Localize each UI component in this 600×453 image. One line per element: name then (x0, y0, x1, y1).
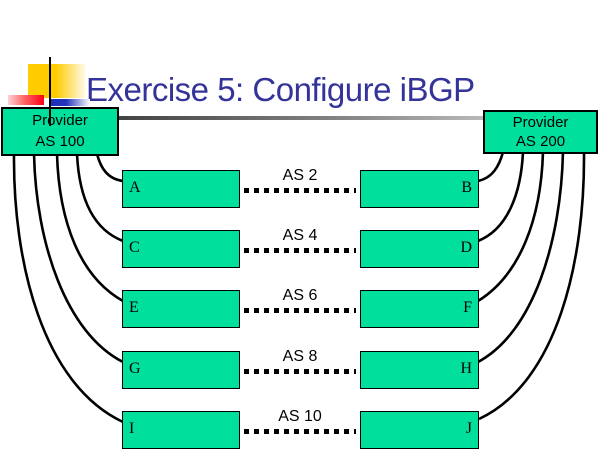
router-box-right: J (360, 411, 479, 449)
slide-title: Exercise 5: Configure iBGP (86, 71, 475, 108)
router-letter: B (461, 179, 472, 196)
as-label: AS 2 (282, 167, 318, 184)
router-letter: J (465, 420, 472, 437)
router-box-right: H (360, 351, 479, 389)
curve-as100-c (75, 153, 124, 243)
decor-blue-bar (50, 99, 90, 106)
router-letter: F (463, 299, 472, 316)
as-row: AS 4 C D (0, 227, 600, 272)
as-label: AS 10 (278, 408, 322, 425)
ebgp-dotted-link (244, 369, 356, 374)
provider-as200-name: Provider (512, 114, 569, 131)
ebgp-dotted-link (244, 188, 356, 193)
router-box-right: B (360, 170, 479, 208)
router-letter: G (129, 360, 141, 377)
decor-red-bar (8, 95, 44, 105)
as-label: AS 4 (282, 227, 318, 244)
provider-as100-name: Provider (32, 112, 88, 129)
router-letter: E (129, 299, 139, 316)
curve-as200-d (477, 151, 525, 243)
as-row: AS 6 E F (0, 287, 600, 332)
router-letter: I (129, 420, 135, 437)
router-box-left: C (122, 230, 240, 268)
ebgp-dotted-link (244, 429, 356, 434)
router-box-right: D (360, 230, 479, 268)
ebgp-dotted-link (244, 308, 356, 313)
as-row: AS 8 G H (0, 348, 600, 393)
as-row: AS 2 A B (0, 167, 600, 212)
router-box-left: I (122, 411, 240, 449)
provider-as200-box: Provider AS 200 (483, 110, 598, 154)
ebgp-dotted-link (244, 248, 356, 253)
curve-as200-b (477, 151, 505, 183)
router-box-right: F (360, 290, 479, 328)
curve-as200-f (477, 151, 545, 303)
provider-as200-as: AS 200 (515, 133, 566, 150)
provider-as100-box: Provider AS 100 (1, 107, 119, 156)
as-row: AS 10 I J (0, 408, 600, 453)
router-letter: A (129, 179, 141, 196)
decor-yellow-square (28, 64, 86, 98)
router-box-left: G (122, 351, 240, 389)
curve-as200-j (478, 151, 586, 421)
router-letter: H (460, 360, 472, 377)
as-label: AS 8 (282, 348, 318, 365)
router-letter: C (129, 239, 140, 256)
as-label: AS 6 (282, 287, 318, 304)
router-box-left: E (122, 290, 240, 328)
curve-as100-i (12, 153, 124, 424)
curve-as200-h (477, 151, 565, 364)
router-letter: D (460, 239, 472, 256)
provider-as100-as: AS 100 (35, 133, 85, 150)
curve-as100-g (32, 153, 124, 364)
title-underline-rule (100, 116, 570, 120)
router-box-left: A (122, 170, 240, 208)
curve-as100-e (55, 153, 124, 303)
decor-vertical-line (49, 57, 51, 126)
curve-as100-a (95, 153, 124, 183)
